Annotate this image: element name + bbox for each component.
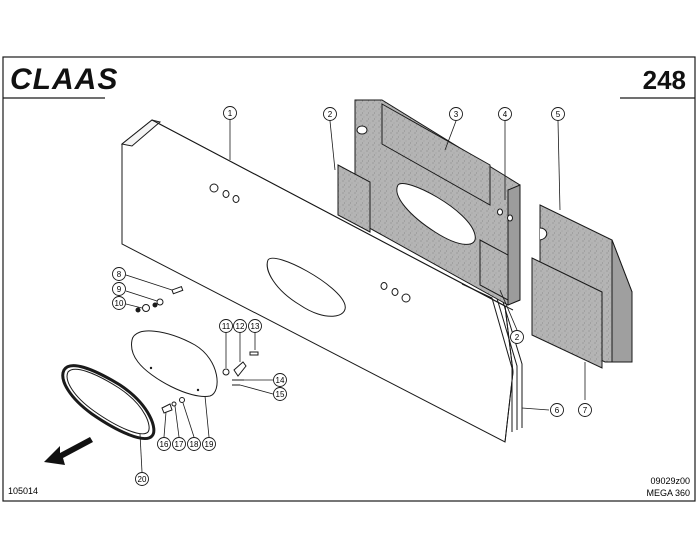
fastener-set xyxy=(135,285,259,414)
svg-text:18: 18 xyxy=(190,440,199,449)
callout-13: 13 xyxy=(248,319,262,333)
plate-hole xyxy=(196,388,200,392)
callout-2: 2 xyxy=(323,107,337,121)
callout-3: 3 xyxy=(449,107,463,121)
callout-11: 11 xyxy=(219,319,233,333)
callout-4: 4 xyxy=(498,107,512,121)
plate-hole xyxy=(149,366,153,370)
callout-12: 12 xyxy=(233,319,247,333)
callout-5: 5 xyxy=(551,107,565,121)
leader-lines xyxy=(125,120,586,473)
svg-text:2: 2 xyxy=(328,110,333,119)
drawing-code: 09029z00 xyxy=(650,476,690,486)
callout-18: 18 xyxy=(187,437,201,451)
svg-text:4: 4 xyxy=(503,110,508,119)
foam-strip-top xyxy=(381,103,491,206)
side-mat xyxy=(531,257,603,369)
svg-text:13: 13 xyxy=(251,322,260,331)
callout-15: 15 xyxy=(273,387,287,401)
svg-text:15: 15 xyxy=(276,390,285,399)
foam-pad-right xyxy=(479,239,509,301)
svg-text:6: 6 xyxy=(555,406,560,415)
svg-text:7: 7 xyxy=(583,406,588,415)
callout-19: 19 xyxy=(202,437,216,451)
svg-text:8: 8 xyxy=(117,270,122,279)
svg-text:1: 1 xyxy=(228,109,233,118)
svg-text:12: 12 xyxy=(236,322,245,331)
callout-7: 7 xyxy=(578,403,592,417)
svg-text:19: 19 xyxy=(205,440,214,449)
cover-plate xyxy=(131,330,218,397)
doc-number: 105014 xyxy=(8,486,38,496)
main-panel xyxy=(120,119,514,443)
rubber-seal xyxy=(61,364,156,441)
sheet-frame xyxy=(2,56,696,502)
svg-text:17: 17 xyxy=(175,440,184,449)
svg-text:11: 11 xyxy=(222,322,231,331)
callout-9: 9 xyxy=(112,282,126,296)
callout-2-lower: 2 xyxy=(510,330,524,344)
callout-6: 6 xyxy=(550,403,564,417)
callout-16: 16 xyxy=(157,437,171,451)
callout-17: 17 xyxy=(172,437,186,451)
svg-text:10: 10 xyxy=(115,299,124,308)
callout-10: 10 xyxy=(112,296,126,310)
brand-logo: CLAAS xyxy=(10,63,118,96)
callout-1: 1 xyxy=(223,106,237,120)
svg-text:16: 16 xyxy=(160,440,169,449)
svg-text:3: 3 xyxy=(454,110,459,119)
direction-arrow-icon xyxy=(44,437,93,465)
page-number: 248 xyxy=(643,65,686,95)
svg-text:14: 14 xyxy=(276,376,285,385)
foam-pad-left xyxy=(337,164,371,233)
callout-8: 8 xyxy=(112,267,126,281)
svg-text:5: 5 xyxy=(556,110,561,119)
svg-text:9: 9 xyxy=(117,285,122,294)
callout-14: 14 xyxy=(273,373,287,387)
model-name: MEGA 360 xyxy=(646,488,690,498)
svg-text:20: 20 xyxy=(138,475,147,484)
callout-20: 20 xyxy=(135,472,149,486)
svg-text:2: 2 xyxy=(515,333,520,342)
